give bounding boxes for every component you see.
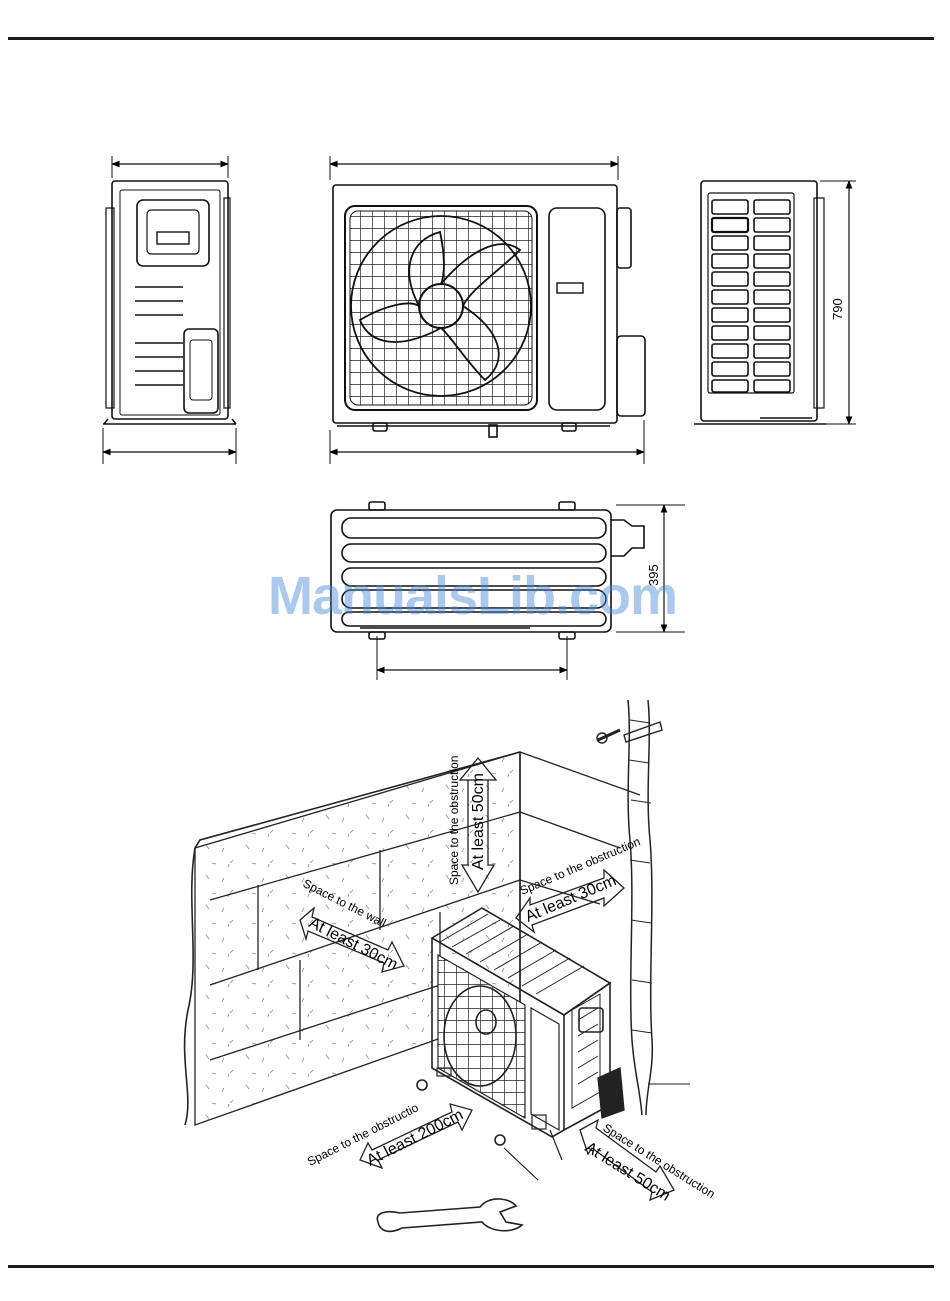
front-view	[330, 156, 645, 464]
height-dimension-label: 790	[830, 298, 845, 320]
watermark: ManualsLib.com	[268, 565, 677, 627]
top-clearance-caption: Space to the obstruction	[447, 756, 461, 885]
side-view-left	[103, 156, 236, 464]
installation-scene	[185, 700, 690, 1231]
top-clearance-distance: At least 50cm	[470, 773, 487, 870]
front-clearance-distance: At least 200cm	[364, 1106, 466, 1169]
